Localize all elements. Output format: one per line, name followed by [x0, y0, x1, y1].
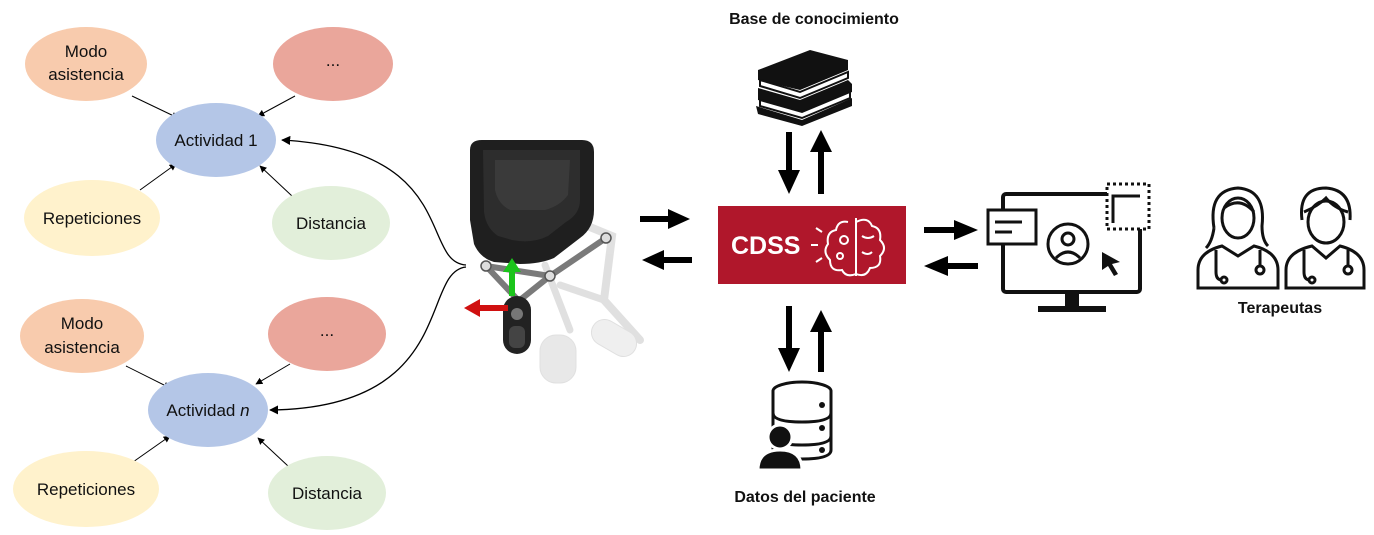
modo-asistencia-node [20, 299, 144, 373]
therapists-label: Terapeutas [1238, 300, 1322, 317]
therapist-female-icon [1196, 186, 1280, 290]
other-label: ... [320, 321, 334, 340]
robot-exoskeleton-icon [464, 140, 644, 384]
repeticiones-label: Repeticiones [37, 480, 135, 499]
patient-data-label: Datos del paciente [734, 489, 875, 506]
robot-cdss-arrows [640, 209, 692, 270]
kb-cdss-arrows [778, 130, 832, 194]
repeticiones-node [13, 451, 159, 527]
modo-label-line1: Modo [61, 314, 104, 333]
distancia-label: Distancia [296, 214, 366, 233]
other-label: ... [326, 51, 340, 70]
actividad-label: Actividad 1 [174, 131, 257, 150]
modo-asistencia-node [25, 27, 147, 101]
other-node [268, 297, 386, 371]
cdss-label: CDSS [731, 232, 800, 260]
modo-label-line2: asistencia [48, 65, 124, 84]
cdss-box: CDSS [718, 206, 906, 284]
repeticiones-node [24, 180, 160, 256]
robot-to-actividad-1-arrow [281, 135, 467, 266]
robot-to-actividad-n-arrow [269, 266, 467, 415]
brain-gears-icon [811, 218, 885, 277]
knowledge-base-label: Base de conocimiento [729, 11, 899, 28]
monitor-user-icon [986, 182, 1151, 312]
distancia-node [268, 456, 386, 530]
repeticiones-label: Repeticiones [43, 209, 141, 228]
cdss-patient-arrows [778, 306, 832, 372]
distancia-label: Distancia [292, 484, 362, 503]
actividad-label: Actividad n [166, 401, 249, 420]
distancia-node [272, 186, 390, 260]
activity-group-n: Modo asistencia ... Actividad n Repetici… [13, 297, 386, 530]
books-icon [756, 50, 852, 126]
modo-label-line2: asistencia [44, 338, 120, 357]
actividad-node [156, 103, 276, 177]
therapist-male-icon [1284, 186, 1366, 290]
other-node [273, 27, 393, 101]
database-user-icon [756, 380, 833, 472]
actividad-node [148, 373, 268, 447]
modo-label-line1: Modo [65, 42, 108, 61]
cdss-monitor-arrows [924, 220, 978, 276]
activity-group-1: Modo asistencia ... Actividad 1 Repetici… [24, 27, 393, 260]
